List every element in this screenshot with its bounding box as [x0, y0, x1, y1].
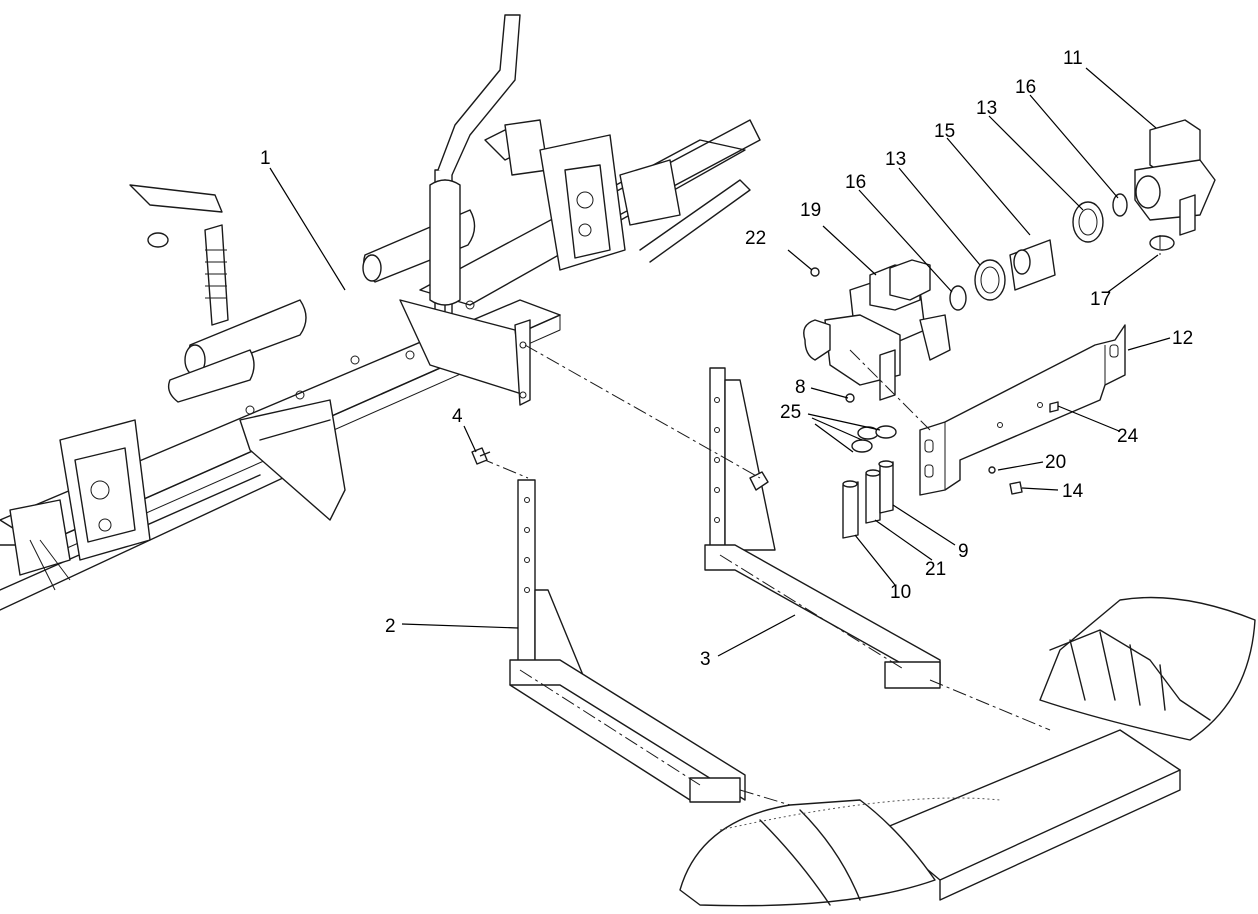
- callout-25: 25: [780, 402, 801, 423]
- valve-11: [1134, 119, 1216, 251]
- callout-10: 10: [890, 582, 911, 603]
- fittings: [949, 193, 1128, 311]
- hoses: [810, 267, 1059, 539]
- callout-20: 20: [1045, 452, 1066, 473]
- callout-15: 15: [934, 121, 955, 142]
- callout-13a: 13: [885, 149, 906, 170]
- rear-frame: [679, 596, 1256, 907]
- valve-manifold-19: [803, 259, 951, 401]
- main-frame: [0, 14, 761, 611]
- callout-9: 9: [958, 541, 969, 562]
- phantom-lines: [479, 235, 1161, 806]
- callout-16a: 16: [845, 172, 866, 193]
- support-stand-2: [509, 479, 746, 803]
- callout-12: 12: [1172, 328, 1193, 349]
- callout-8: 8: [795, 377, 806, 398]
- callout-21: 21: [925, 559, 946, 580]
- callout-14: 14: [1062, 481, 1084, 502]
- callout-4: 4: [452, 406, 463, 427]
- callout-16b: 16: [1015, 77, 1036, 98]
- callout-11: 11: [1063, 48, 1083, 69]
- mounting-plate-12: [919, 324, 1126, 496]
- callout-24: 24: [1117, 426, 1139, 447]
- callout-19: 19: [800, 200, 821, 221]
- callout-17: 17: [1090, 289, 1111, 310]
- callout-1: 1: [260, 148, 271, 169]
- callout-3: 3: [700, 649, 711, 670]
- callout-22: 22: [745, 228, 766, 249]
- callout-13b: 13: [976, 98, 997, 119]
- callout-2: 2: [385, 616, 396, 637]
- callouts: 1 2 3 4 8 9 10 11 12 13 13 14 15 16 16 1…: [260, 48, 1193, 670]
- support-stand-3: [704, 367, 941, 689]
